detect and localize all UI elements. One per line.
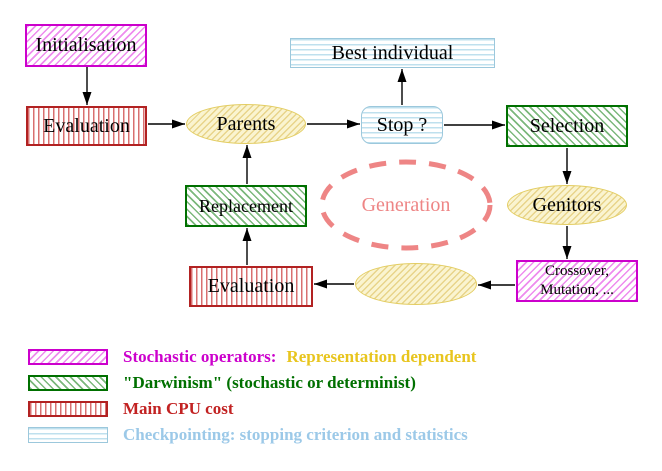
node-evaluation-top-label: Evaluation <box>43 114 130 137</box>
node-stop-label: Stop ? <box>376 113 428 136</box>
legend-row-checkpointing: Checkpointing: stopping criterion and st… <box>28 422 476 448</box>
node-best-individual-label: Best individual <box>331 41 454 64</box>
generation-dashed-ellipse <box>319 159 493 251</box>
legend-swatch-magenta-hatch <box>28 349 108 365</box>
node-replacement-label: Replacement <box>199 195 293 216</box>
node-evaluation-top: Evaluation <box>26 106 147 146</box>
legend-label-stochastic-operators: Stochastic operators: <box>123 347 277 366</box>
node-offspring <box>355 263 477 305</box>
legend: Stochastic operators: Representation dep… <box>28 344 476 448</box>
node-evaluation-bottom: Evaluation <box>189 266 313 307</box>
node-replacement: Replacement <box>185 185 307 227</box>
node-crossover-line2: Mutation, ... <box>540 282 614 298</box>
node-genitors: Genitors <box>507 185 627 225</box>
legend-swatch-green-hatch <box>28 375 108 391</box>
node-selection: Selection <box>506 105 628 147</box>
node-parents-label: Parents <box>216 112 276 135</box>
node-stop: Stop ? <box>361 106 443 144</box>
legend-swatch-red-hatch <box>28 401 108 417</box>
node-parents: Parents <box>186 104 306 144</box>
node-best-individual: Best individual <box>290 38 495 68</box>
node-selection-label: Selection <box>529 114 605 137</box>
legend-row-stochastic: Stochastic operators: Representation dep… <box>28 344 476 370</box>
node-initialisation: Initialisation <box>25 24 147 67</box>
node-crossover-mutation: Crossover, Mutation, ... <box>516 260 638 302</box>
node-evaluation-bottom-label: Evaluation <box>207 275 295 297</box>
legend-row-cpu-cost: Main CPU cost <box>28 396 476 422</box>
legend-swatch-cyan-hatch <box>28 427 108 443</box>
legend-label-checkpointing: Checkpointing: stopping criterion and st… <box>123 425 468 444</box>
node-initialisation-label: Initialisation <box>35 34 137 56</box>
legend-label-main-cpu-cost: Main CPU cost <box>123 399 234 418</box>
node-genitors-label: Genitors <box>532 193 602 216</box>
legend-row-darwinism: "Darwinism" (stochastic or determinist) <box>28 370 476 396</box>
legend-label-representation-dependent: Representation dependent <box>286 347 477 366</box>
legend-label-darwinism: "Darwinism" (stochastic or determinist) <box>123 373 416 392</box>
generation-label: Generation <box>361 194 451 216</box>
node-crossover-line1: Crossover, <box>545 263 609 280</box>
